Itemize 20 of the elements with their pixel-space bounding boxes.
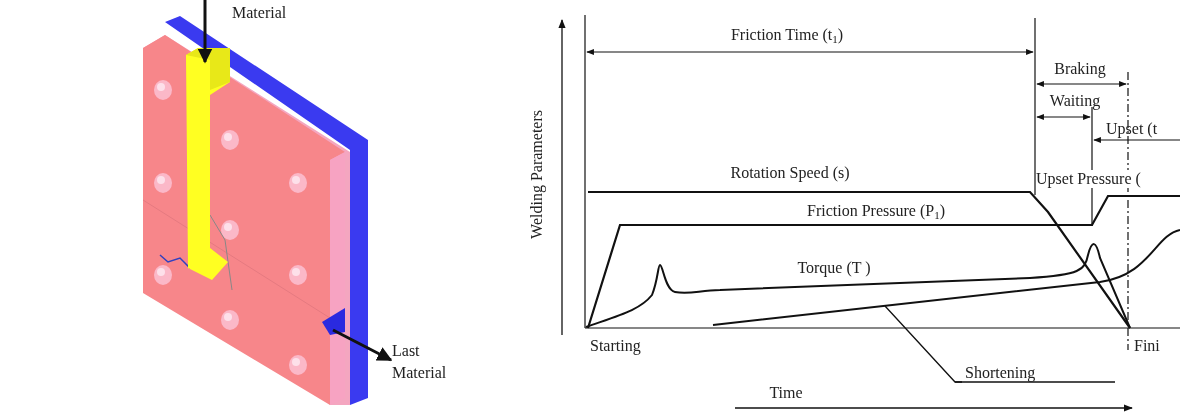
dimension-label: Braking [1054,60,1106,78]
curve-label: Shortening [965,364,1036,382]
callout-label: Material [232,4,287,22]
axis-label: Fini [1134,337,1160,355]
curve-label: Torque (T ) [797,259,871,277]
notch-face [322,308,345,335]
dimension-label: Waiting [1049,92,1101,110]
dimension-label: Friction Time (t$_{1}$) [730,26,844,44]
curve-label: Upset Pressure ( [1036,170,1141,188]
axis-label: Starting [590,337,641,355]
callout-label: Last Material [392,340,462,384]
arrow [332,328,393,362]
arrow [197,0,213,64]
axis-label: Time [769,384,803,402]
leader-line [884,305,963,383]
graph-curve [712,229,1180,326]
axis-label: Welding Parameters [527,110,547,239]
curve-label: Rotation Speed (s) [730,164,850,182]
dimension-label: Upset (t [1106,120,1158,138]
insert-bar [186,48,230,280]
